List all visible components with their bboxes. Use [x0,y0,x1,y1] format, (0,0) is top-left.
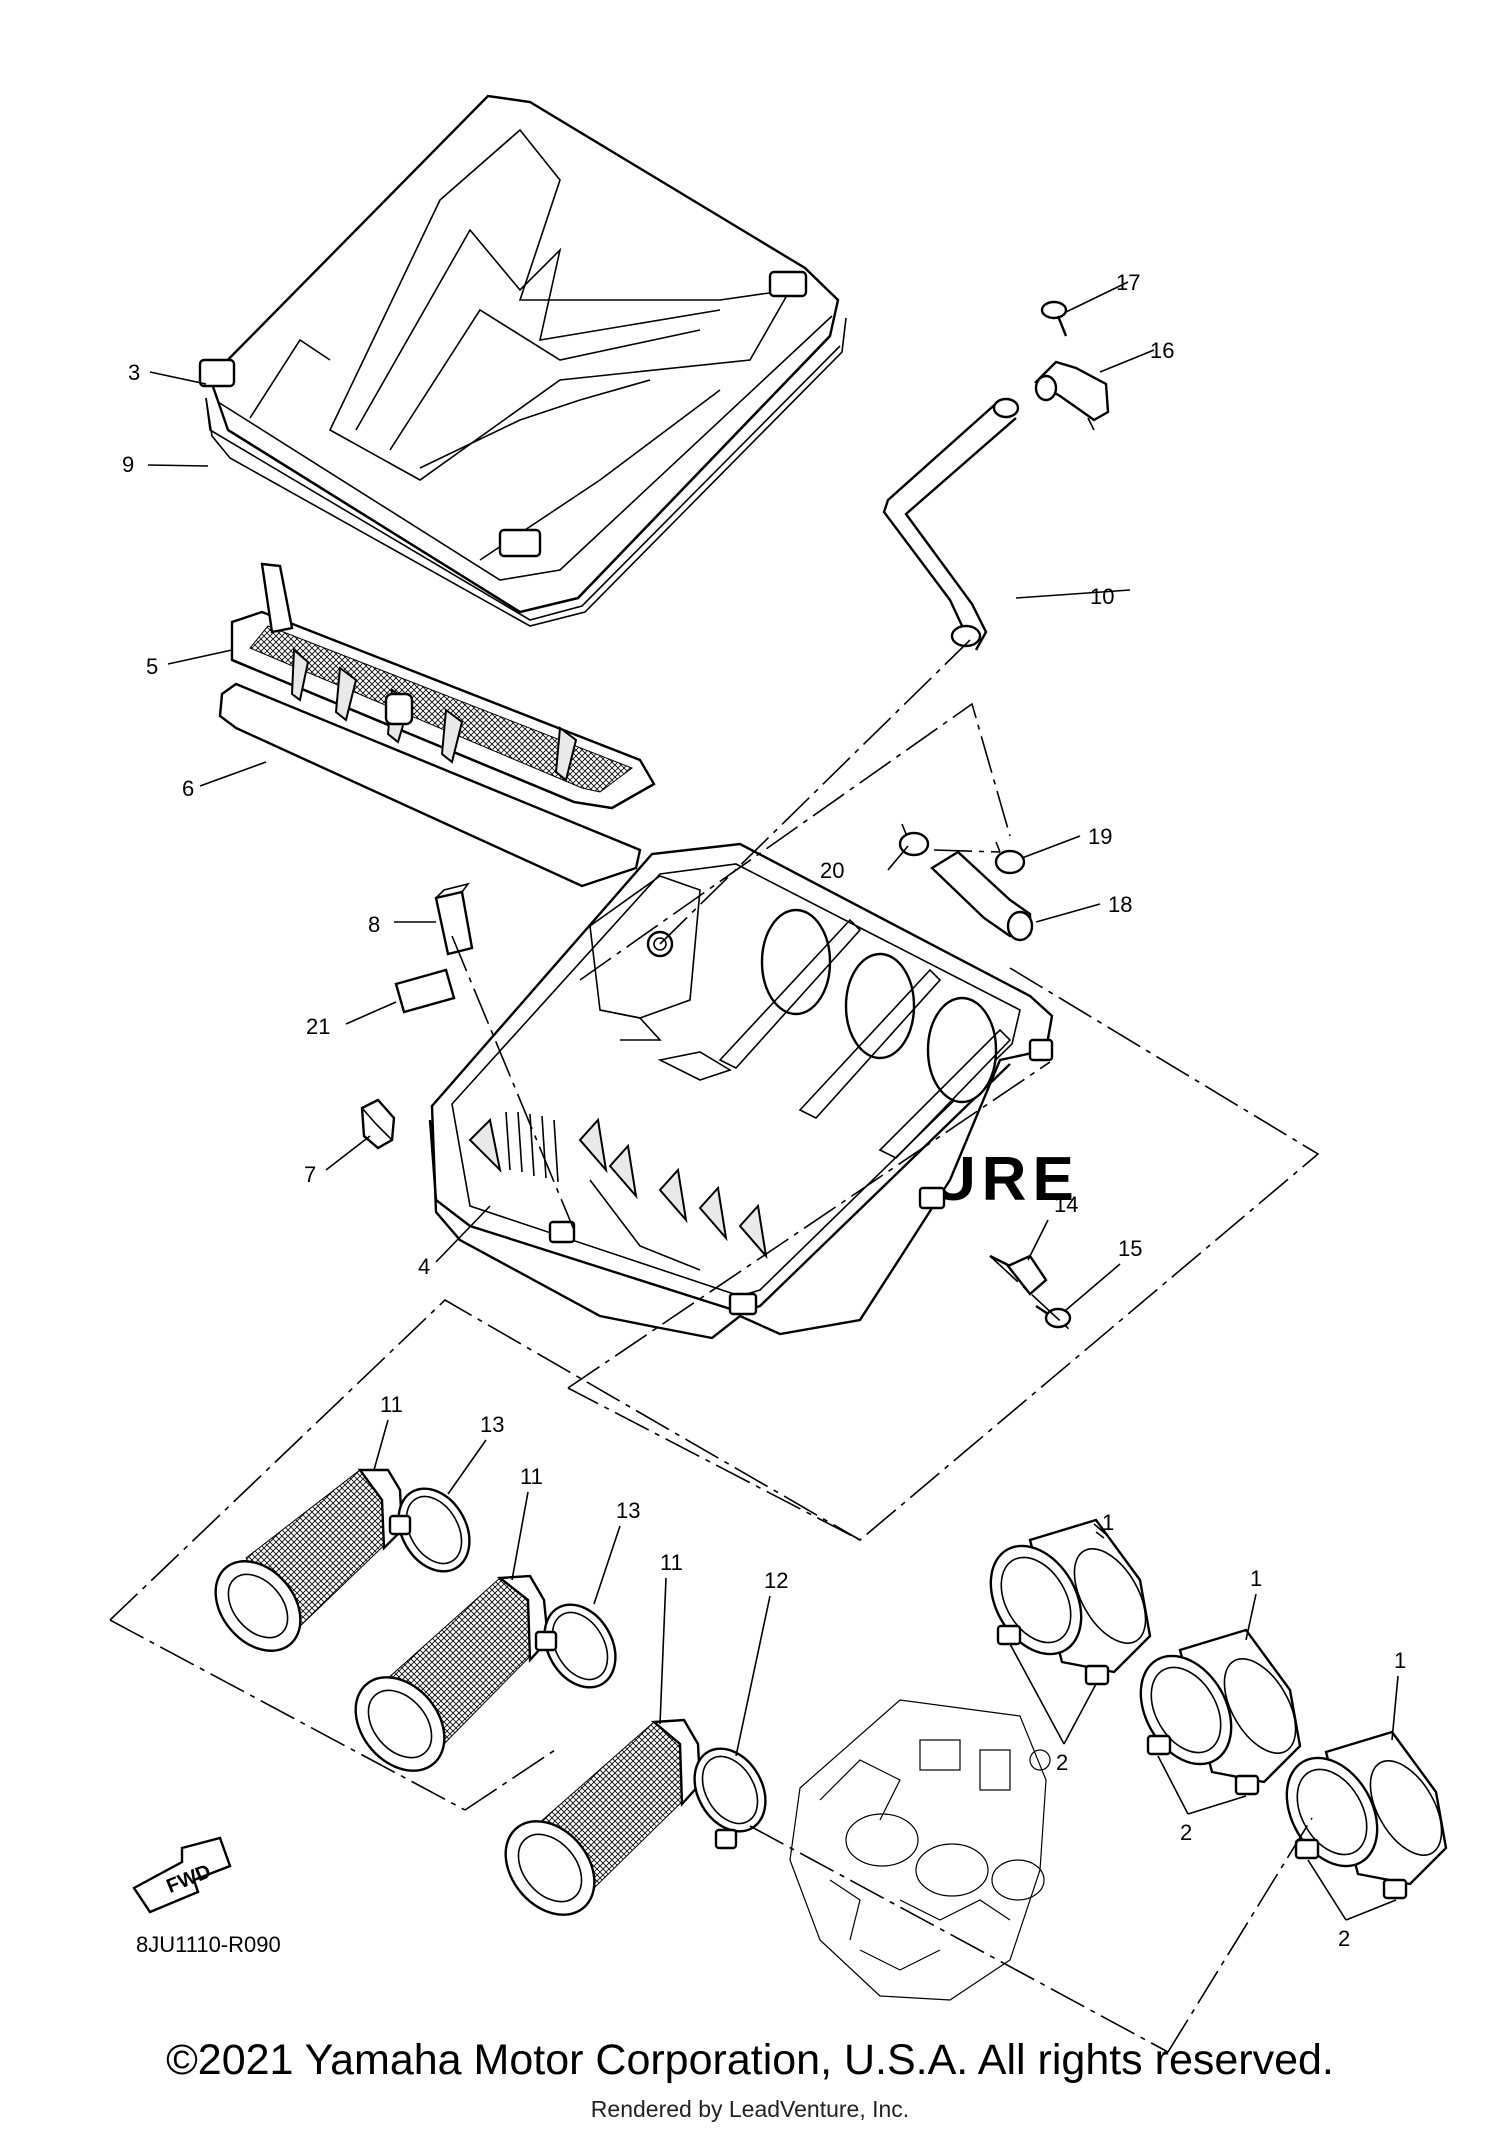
callout-17[interactable]: 17 [1116,270,1140,295]
part-joint-1b[interactable] [1122,1628,1310,1796]
callout-12[interactable]: 12 [764,1568,788,1593]
callout-14[interactable]: 14 [1054,1192,1078,1217]
callout-4[interactable]: 4 [418,1254,430,1279]
part-clamp-19[interactable] [994,841,1026,875]
callout-2b[interactable]: 2 [1180,1820,1192,1845]
part-joint[interactable] [1034,360,1110,431]
leader-lines [147,281,1399,1921]
throttle-body-reference [789,1699,1051,2001]
rendered-by-credit: Rendered by LeadVenture, Inc. [590,2096,910,2122]
part-funnel-1[interactable] [198,1468,404,1667]
part-sponge[interactable] [434,882,474,956]
part-drain-plug[interactable] [360,1098,396,1150]
part-gasket[interactable] [205,317,847,627]
fwd-label: FWD [164,1860,214,1897]
callout-2c[interactable]: 2 [1338,1926,1350,1951]
part-clamp-13a[interactable] [384,1476,483,1584]
callout-19[interactable]: 19 [1088,824,1112,849]
callout-labels: 3 9 5 6 8 21 7 4 17 16 10 19 20 18 14 15… [122,270,1406,1951]
part-air-filter-case[interactable] [428,842,1054,1340]
callout-21[interactable]: 21 [306,1014,330,1039]
part-sensor[interactable] [989,1254,1048,1296]
callout-11b[interactable]: 11 [520,1464,543,1489]
part-breather-hose[interactable] [882,397,1020,651]
callout-9[interactable]: 9 [122,452,134,477]
part-label[interactable] [394,968,456,1014]
callout-8[interactable]: 8 [368,912,380,937]
diagram-code: 8JU1110-R090 [136,1932,281,1957]
callout-10[interactable]: 10 [1090,584,1114,609]
callout-11c[interactable]: 11 [660,1550,683,1575]
callout-2a[interactable]: 2 [1056,1750,1068,1775]
callout-3[interactable]: 3 [128,360,140,385]
part-screw-17[interactable] [1040,300,1068,337]
part-hose-18[interactable] [930,850,1034,942]
callout-1c[interactable]: 1 [1394,1648,1406,1673]
callout-13a[interactable]: 13 [480,1412,504,1437]
part-funnel-3[interactable] [487,1718,702,1932]
part-filter-plate[interactable] [218,682,642,888]
part-clamp-13b[interactable] [530,1592,629,1700]
fwd-arrow-icon: FWD [132,1836,232,1914]
part-air-filter-case-cover[interactable] [198,94,840,614]
callout-1b[interactable]: 1 [1250,1566,1262,1591]
part-funnel-2[interactable] [337,1574,550,1788]
callout-11a[interactable]: 11 [380,1392,403,1417]
part-clamp-12[interactable] [680,1736,779,1850]
callout-16[interactable]: 16 [1150,338,1174,363]
callout-7[interactable]: 7 [304,1162,316,1187]
callout-15[interactable]: 15 [1118,1236,1142,1261]
callout-20[interactable]: 20 [820,858,844,883]
callout-6[interactable]: 6 [182,776,194,801]
callout-18[interactable]: 18 [1108,892,1132,917]
copyright-notice: ©2021 Yamaha Motor Corporation, U.S.A. A… [166,2036,1334,2084]
callout-5[interactable]: 5 [146,654,158,679]
reference-lines [109,639,1320,2053]
callout-1a[interactable]: 1 [1102,1510,1114,1535]
part-clamp-20[interactable] [898,823,930,857]
part-joint-1c[interactable] [1268,1730,1456,1900]
part-joint-1a[interactable] [972,1518,1160,1686]
part-air-filter-element[interactable] [230,562,656,810]
callout-13b[interactable]: 13 [616,1498,640,1523]
part-screw-15[interactable] [1035,1305,1072,1329]
